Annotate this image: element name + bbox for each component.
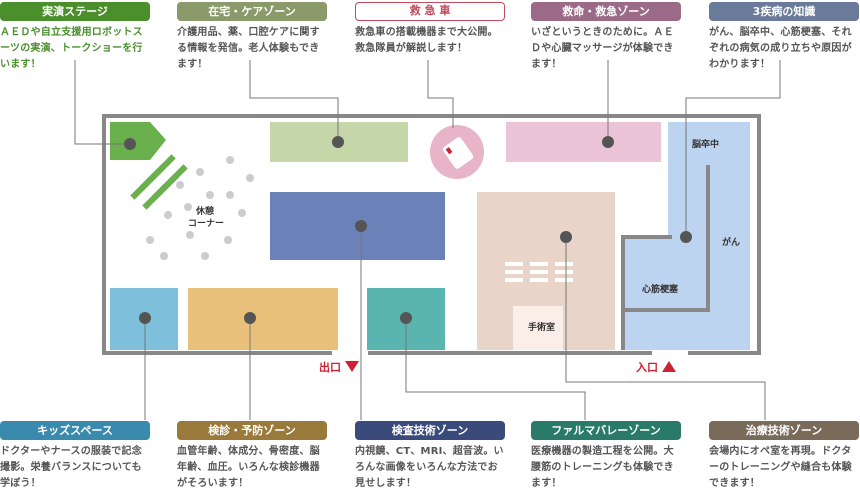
callout-kids: キッズスペース ドクターやナースの服装で記念撮影。栄養バランスについても学ぼう！ [0, 421, 150, 492]
stage-area [110, 122, 166, 160]
care-tag: 在宅・ケアゾーン [177, 2, 327, 21]
ambulance-tag: 救 急 車 [355, 2, 505, 21]
rescue-desc: いざというときのために。ＡＥＤや心臓マッサージが体験できます！ [531, 27, 674, 70]
checkup-tag: 検診・予防ゾーン [177, 421, 327, 440]
pharma-desc: 医療機器の製造工程を公開。大腰筋のトレーニングも体験できます！ [531, 446, 674, 489]
entrance-gap [652, 347, 688, 357]
zone-markers [124, 136, 692, 324]
stage-desc: ＡＥＤや自立支援用ロボットスーツの実演、トークショーを行います！ [0, 27, 143, 70]
exam-tag: 検査技術ゾーン [355, 421, 505, 440]
pharma-tag: ファルマバレーゾーン [531, 421, 681, 440]
rescue-tag: 救命・救急ゾーン [531, 2, 681, 21]
checkup-desc: 血管年齢、体成分、骨密度、脳年齢、血圧。いろんな検診機器がそろいます！ [177, 446, 320, 489]
cancer-label: がん [722, 236, 740, 248]
entrance-arrow [662, 361, 676, 372]
treatment-desc: 会場内にオペ室を再現。ドクターのトレーニングや縫合も体験できます！ [709, 446, 852, 489]
rest-area-label-2: コーナー [188, 218, 224, 229]
callout-three: 3疾病の知識 がん、脳卒中、心筋梗塞、それぞれの病気の成り立ちや原因がわかります… [709, 2, 859, 73]
callout-stage: 実演ステージ ＡＥＤや自立支援用ロボットスーツの実演、トークショーを行います！ [0, 2, 150, 73]
callout-treatment: 治療技術ゾーン 会場内にオペ室を再現。ドクターのトレーニングや縫合も体験できます… [709, 421, 859, 492]
seating-rows [130, 154, 188, 210]
surgery-room [513, 306, 563, 350]
care-desc: 介護用品、薬、口腔ケアに関する情報を発信。老人体験もできます！ [177, 27, 320, 70]
heart-label: 心筋梗塞 [642, 283, 679, 295]
entrance-label: 入口 [636, 361, 658, 374]
kids-tag: キッズスペース [0, 421, 150, 440]
stroke-label: 脳卒中 [691, 138, 719, 150]
ambulance-desc: 救急車の搭載機器まで大公開。救急隊員が解説します！ [355, 27, 498, 54]
callout-exam: 検査技術ゾーン 内視鏡、CT、MRI、超音波。いろんな画像をいろんな方法でお見せ… [355, 421, 505, 492]
rest-tables [146, 156, 254, 260]
stage-tag: 実演ステージ [0, 2, 150, 21]
operating-tables [505, 262, 573, 282]
three-tag: 3疾病の知識 [709, 2, 859, 21]
exam-desc: 内視鏡、CT、MRI、超音波。いろんな画像をいろんな方法でお見せします！ [355, 446, 504, 489]
callout-checkup: 検診・予防ゾーン 血管年齢、体成分、骨密度、脳年齢、血圧。いろんな検診機器がそろ… [177, 421, 327, 492]
checkup-area [188, 288, 338, 350]
treatment-tag: 治療技術ゾーン [709, 421, 859, 440]
callout-care: 在宅・ケアゾーン 介護用品、薬、口腔ケアに関する情報を発信。老人体験もできます！ [177, 2, 327, 73]
rescue-area [506, 122, 661, 162]
callout-pharma: ファルマバレーゾーン 医療機器の製造工程を公開。大腰筋のトレーニングも体験できま… [531, 421, 681, 492]
exit-arrow [345, 361, 359, 372]
exit-gap [332, 347, 368, 357]
rest-area-label-1: 休憩 [195, 205, 214, 217]
three-desc: がん、脳卒中、心筋梗塞、それぞれの病気の成り立ちや原因がわかります！ [709, 27, 852, 70]
kids-desc: ドクターやナースの服装で記念撮影。栄養バランスについても学ぼう！ [0, 446, 142, 489]
surgery-label: 手術室 [528, 321, 555, 333]
callout-rescue: 救命・救急ゾーン いざというときのために。ＡＥＤや心臓マッサージが体験できます！ [531, 2, 681, 73]
connector-lines [74, 60, 781, 420]
exit-label: 出口 [319, 360, 341, 374]
callout-ambulance: 救 急 車 救急車の搭載機器まで大公開。救急隊員が解説します！ [355, 2, 505, 57]
